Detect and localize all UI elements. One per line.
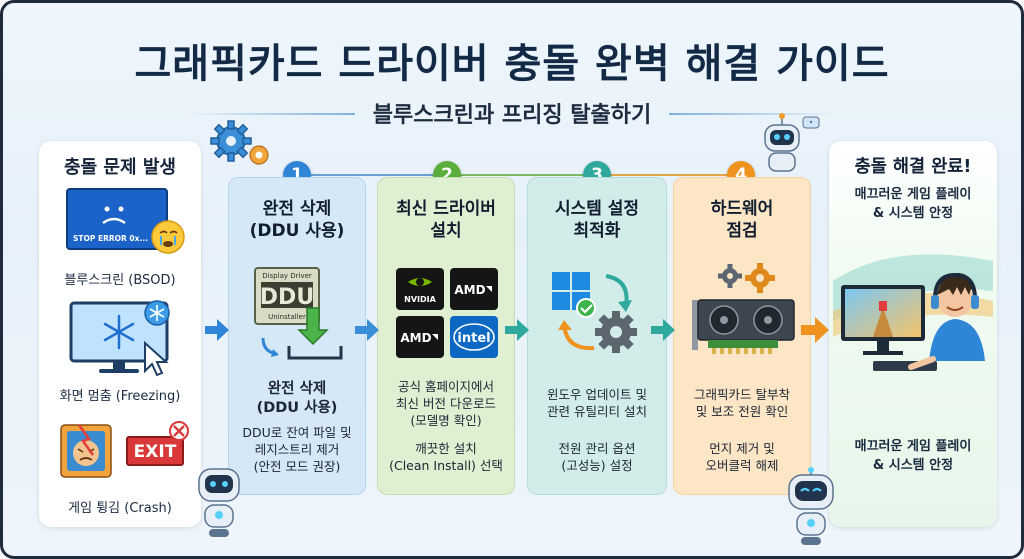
step-1-body-bold-line2: (DDU 사용)	[256, 400, 338, 416]
bsod-label: 블루스크린 (BSOD)	[64, 273, 176, 288]
step-3-title-line1: 시스템 설정	[554, 199, 640, 219]
step-1-body-heading: 완전 삭제 (DDU 사용)	[231, 380, 363, 418]
step-1-title-line1: 완전 삭제	[262, 199, 332, 219]
arrow-right-icon-1	[205, 319, 229, 341]
step-4-body-line1: 그래픽카드 탈부착	[694, 387, 790, 402]
step-3-column: 시스템 설정 최적화	[527, 177, 667, 495]
step-3-body-line4: (고성능) 설정	[561, 458, 633, 473]
step-4-body-line3: 먼지 제거 및	[709, 441, 775, 456]
bsod-screen-text: STOP ERROR 0x...	[73, 234, 148, 243]
step-2-body-line1: 공식 홈페이지에서	[398, 379, 494, 394]
subtitle-wrap: 블루스크린과 프리징 탈출하기	[3, 95, 1021, 131]
windows-settings-icon	[552, 272, 637, 353]
amd-logo-text-1: AMD	[454, 283, 485, 297]
result-bottom-line1: 매끄러운 게임 플레이	[854, 439, 972, 454]
step-3-body-line2: 관련 유틸리티 설치	[547, 404, 647, 419]
result-bottom-line2: & 시스템 안정	[872, 458, 954, 473]
problems-panel: 충돌 문제 발생 STOP ERROR 0x... 블루스크린 (BSOD) 화…	[39, 141, 201, 527]
step-2-title: 최신 드라이버 설치	[378, 198, 514, 242]
step-1-body-line3: (안전 모드 권장)	[253, 459, 341, 474]
result-top-line2: & 시스템 안정	[872, 206, 954, 221]
frozen-monitor-icon	[69, 300, 170, 377]
step-3-body-line1: 윈도우 업데이트 및	[547, 387, 647, 402]
step-2-body-top: 공식 홈페이지에서 최신 버전 다운로드 (모델명 확인)	[380, 378, 512, 429]
ddu-icon-main-text: DDU	[260, 285, 314, 310]
step-2-body-line2: 최신 버전 다운로드	[396, 396, 496, 411]
step-4-body-line2: 및 보조 전원 확인	[695, 404, 789, 419]
step-4-column: 하드웨어 점검	[673, 177, 811, 495]
step-2-column: 최신 드라이버 설치 NVIDIA AMD AMD intel 공식 홈페이지에…	[377, 177, 515, 495]
step-2-title-line1: 최신 드라이버	[396, 199, 496, 219]
step-3-title: 시스템 설정 최적화	[528, 198, 666, 242]
ddu-icon-bottom-text: Uninstaller	[268, 313, 306, 321]
happy-gamer-icon	[833, 254, 993, 371]
step-1-body-line2: 레지스트리 제거	[254, 442, 340, 457]
amd-logo-text-2: AMD	[400, 331, 431, 345]
arrow-right-icon-2	[355, 319, 379, 341]
robot-icon	[764, 113, 820, 172]
step-3-body-bottom: 전원 관리 옵션 (고성능) 설정	[530, 440, 664, 474]
page-title: 그래픽카드 드라이버 충돌 완벽 해결 가이드	[134, 41, 890, 87]
bsod-screen-icon: STOP ERROR 0x...	[66, 188, 185, 254]
page-subtitle: 블루스크린과 프리징 탈출하기	[184, 95, 669, 131]
result-top-text: 매끄러운 게임 플레이 & 시스템 안정	[829, 185, 997, 223]
crash-label: 게임 튕김 (Crash)	[68, 501, 172, 516]
gears-icon	[210, 120, 269, 165]
freezing-label: 화면 멈춤 (Freezing)	[59, 389, 181, 404]
connector-line-2	[453, 174, 589, 176]
nvidia-logo-text: NVIDIA	[404, 295, 436, 304]
step-1-body-bold-line1: 완전 삭제	[267, 381, 327, 397]
step-3-body-top: 윈도우 업데이트 및 관련 유틸리티 설치	[530, 386, 664, 420]
step-1-title: 완전 삭제 (DDU 사용)	[229, 198, 365, 242]
step-1-column: 완전 삭제 (DDU 사용) Display Driver DDU Uninst…	[228, 177, 366, 495]
arrow-right-icon-3	[505, 319, 529, 341]
step-4-title-line1: 하드웨어	[710, 199, 774, 219]
gpu-vendor-logos-icon: NVIDIA AMD AMD intel	[396, 268, 498, 358]
robot-bottom-left-icon	[198, 468, 240, 537]
step-3-body-line3: 전원 관리 옵션	[558, 441, 636, 456]
step-4-title-line2: 점검	[726, 221, 758, 241]
robot-bottom-right-icon	[788, 467, 834, 545]
arrow-right-icon-5	[801, 317, 829, 343]
connector-line-3	[603, 174, 729, 176]
step-2-body-line3: (모델명 확인)	[410, 413, 482, 428]
connector-line-1	[303, 174, 439, 176]
step-1-body: DDU로 잔여 파일 및 레지스트리 제거 (안전 모드 권장)	[231, 424, 363, 475]
problems-title: 충돌 문제 발생	[64, 157, 176, 178]
step-3-title-line2: 최적화	[573, 221, 621, 241]
step-1-title-line2: (DDU 사용)	[249, 221, 345, 241]
step-4-body-line4: 오버클럭 해제	[705, 458, 779, 473]
step-4-body-top: 그래픽카드 탈부착 및 보조 전원 확인	[676, 386, 808, 420]
result-top-line1: 매끄러운 게임 플레이	[854, 187, 972, 202]
graphics-card-icon	[692, 263, 795, 354]
step-2-title-line2: 설치	[430, 221, 462, 241]
result-panel: 충돌 해결 완료! 매끄러운 게임 플레이 & 시스템 안정	[829, 141, 997, 527]
result-title: 충돌 해결 완료!	[854, 157, 972, 177]
arrow-right-icon-4	[651, 319, 675, 341]
step-2-body-line5: (Clean Install) 선택	[389, 458, 503, 473]
step-2-body-bottom: 깨끗한 설치 (Clean Install) 선택	[380, 440, 512, 474]
step-2-body-line4: 깨끗한 설치	[415, 441, 477, 456]
crash-icon: EXIT	[60, 421, 189, 478]
step-4-body-bottom: 먼지 제거 및 오버클럭 해제	[676, 440, 808, 474]
intel-logo-text: intel	[457, 331, 490, 346]
step-4-title: 하드웨어 점검	[674, 198, 810, 242]
ddu-icon-top-text: Display Driver	[262, 272, 312, 280]
ddu-uninstaller-icon: Display Driver DDU Uninstaller	[254, 267, 343, 360]
result-bottom-text: 매끄러운 게임 플레이 & 시스템 안정	[829, 437, 997, 475]
exit-sign-text: EXIT	[134, 442, 177, 462]
step-1-body-line1: DDU로 잔여 파일 및	[242, 425, 352, 440]
